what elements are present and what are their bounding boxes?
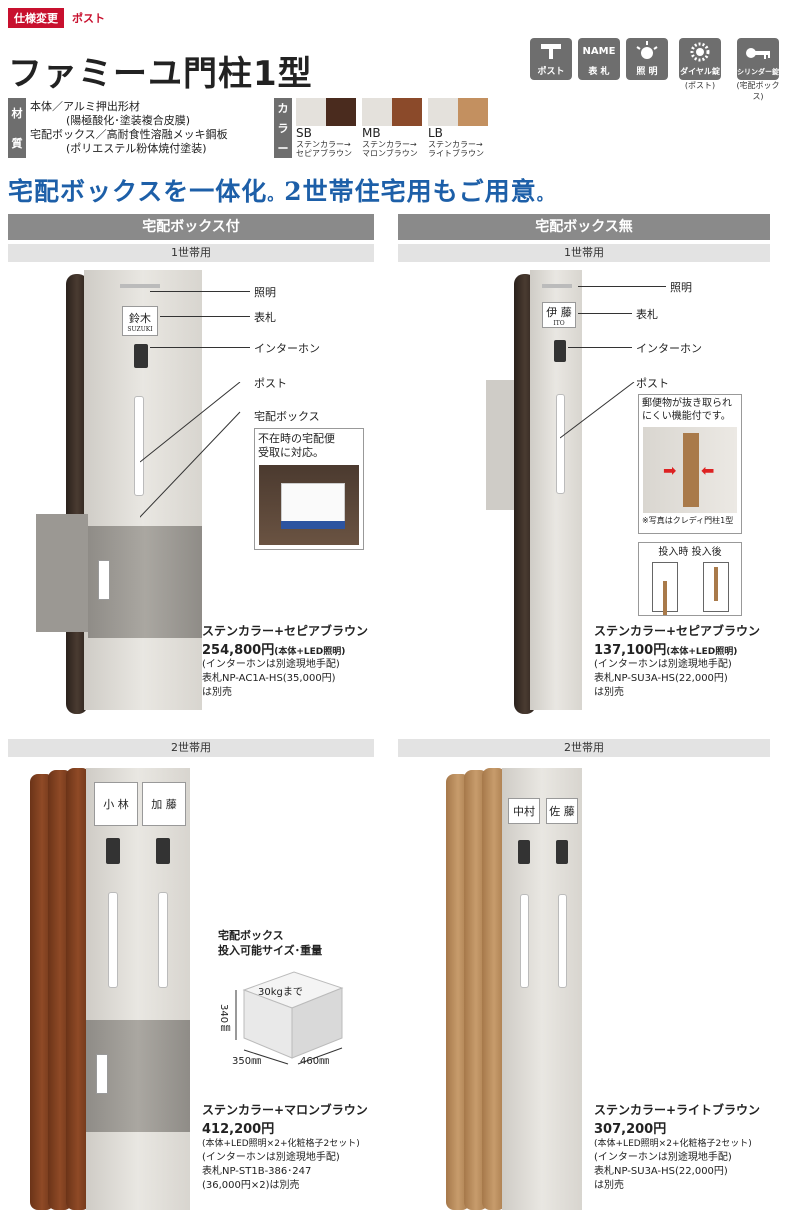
color-swatches: SB ステンカラー→ セピアブラウン MB ステンカラー→ マロンブラウン LB… — [296, 98, 488, 158]
feature-dial-lock: ダイヤル錠 (ポスト) — [674, 38, 726, 102]
after-insert-icon — [702, 562, 729, 612]
pillar-double-box: 小 林 加 藤 — [30, 768, 190, 1212]
material-text: 本体／アルミ押出形材 (陽極酸化･塗装複合皮膜) 宅配ボックス／高耐食性溶融メッ… — [30, 100, 228, 155]
pillar-single-box: 鈴木 SUZUKI — [36, 270, 202, 720]
pillar-single: 伊 藤 ITO — [486, 270, 582, 720]
swatch-lb-chip — [428, 98, 488, 126]
nameplate-icon: NAME 表 札 — [578, 38, 620, 80]
callout-intercom: インターホン — [254, 342, 320, 355]
nameplate-nakamura: 中村 — [508, 798, 540, 824]
callout-nameplate: 表札 — [254, 311, 276, 324]
photo-delivery-receive: 不在時の宅配便 受取に対応。 — [254, 428, 364, 550]
arrow-right-icon: ➡ — [663, 461, 677, 480]
size-height: 340㎜ — [218, 1004, 229, 1034]
section-without-box: 宅配ボックス無 — [398, 214, 770, 240]
photo-anti-theft: 郵便物が抜き取られ にくい機能付です。 ➡ ⬅ ※写真はクレディ門柱1型 — [638, 394, 742, 534]
box-lock-panel — [96, 1054, 108, 1094]
cylinder-lock-icon: シリンダー錠 — [737, 38, 779, 80]
feature-nameplate: NAME 表 札 — [578, 38, 620, 102]
nameplate-kobayashi: 小 林 — [94, 782, 138, 826]
callout-light: 照明 — [254, 286, 276, 299]
swatch-sb-chip — [296, 98, 356, 126]
page-title: ファミーユ門柱1型 — [8, 54, 313, 94]
subsection-single-right: 1世帯用 — [398, 244, 770, 262]
slot-photo: ➡ ⬅ — [643, 427, 737, 513]
feature-light: 照 明 — [626, 38, 668, 102]
subsection-double-right: 2世帯用 — [398, 739, 770, 757]
callout-post-2: ポスト — [636, 377, 669, 390]
feature-post: ポスト — [530, 38, 572, 102]
material-label: 材 質 — [8, 98, 26, 158]
insert-diagram: 投入時 投入後 — [638, 542, 742, 616]
nameplate-sato: 佐 藤 — [546, 798, 578, 824]
spec-change-badge: 仕様変更 — [8, 8, 64, 28]
size-box-title: 宅配ボックス 投入可能サイズ･重量 — [218, 929, 323, 957]
post-slot-1 — [108, 892, 118, 988]
size-depth: 460㎜ — [300, 1056, 330, 1067]
post-slot — [134, 396, 144, 496]
pillar-front — [86, 768, 190, 1210]
intercom-unit — [554, 340, 566, 362]
callout-leader-post — [560, 382, 635, 439]
product-4-info: ステンカラー+ライトブラウン 307,200円 (本体+LED照明×2+化粧格子… — [594, 1103, 761, 1191]
section-with-box: 宅配ボックス付 — [8, 214, 374, 240]
light-strip — [120, 284, 160, 288]
product-3-info: ステンカラー+マロンブラウン 412,200円 (本体+LED照明×2+化粧格子… — [202, 1103, 368, 1191]
size-width: 350㎜ — [232, 1056, 262, 1067]
intercom-unit-1 — [518, 840, 530, 864]
before-insert-icon — [651, 562, 678, 615]
dial-lock-icon: ダイヤル錠 — [679, 38, 721, 80]
parcel-photo — [259, 465, 359, 545]
nameplate-kato: 加 藤 — [142, 782, 186, 826]
callout-nameplate-2: 表札 — [636, 308, 658, 321]
size-weight: 30kgまで — [258, 987, 303, 998]
post-slot-2 — [558, 894, 567, 988]
box-size-diagram — [235, 971, 344, 1065]
swatch-mb-chip — [362, 98, 422, 126]
subsection-single-left: 1世帯用 — [8, 244, 374, 262]
subsection-double-left: 2世帯用 — [8, 739, 374, 757]
feature-icons: ポスト NAME 表 札 照 明 ダイヤル錠 (ポスト) シリンダー錠 (宅配ボ… — [530, 38, 784, 102]
callout-leader-lines — [140, 382, 241, 518]
swatch-lb: LB ステンカラー→ ライトブラウン — [428, 98, 488, 158]
intercom-unit-2 — [156, 838, 170, 864]
post-slot-2 — [158, 892, 168, 988]
swatch-sb: SB ステンカラー→ セピアブラウン — [296, 98, 356, 158]
nameplate-ito: 伊 藤 ITO — [542, 302, 576, 328]
callout-intercom-2: インターホン — [636, 342, 702, 355]
box-side — [36, 514, 88, 632]
spec-change-banner: 仕様変更 ポスト — [8, 8, 105, 28]
mailbox-icon: ポスト — [530, 38, 572, 80]
box-lock-panel — [98, 560, 110, 600]
color-label: カ ラ ー — [274, 98, 292, 158]
intercom-unit — [134, 344, 148, 368]
callout-light-2: 照明 — [670, 281, 692, 294]
feature-cylinder-lock: シリンダー錠 (宅配ボックス) — [732, 38, 784, 102]
intercom-unit-1 — [106, 838, 120, 864]
product-1-info: ステンカラー+セピアブラウン 254,800円(本体+LED照明) (インターホ… — [202, 624, 369, 698]
nameplate-suzuki: 鈴木 SUZUKI — [122, 306, 158, 336]
spec-change-sub: ポスト — [72, 12, 105, 25]
light-strip — [542, 284, 572, 288]
light-icon: 照 明 — [626, 38, 668, 80]
callout-post: ポスト — [254, 377, 287, 390]
intercom-unit-2 — [556, 840, 568, 864]
headline: 宅配ボックスを一体化。2世帯住宅用もご用意。 — [8, 177, 554, 206]
post-slot — [556, 394, 565, 494]
pillar-double: 中村 佐 藤 — [446, 768, 582, 1212]
post-slot-1 — [520, 894, 529, 988]
callout-delivery-box: 宅配ボックス — [254, 410, 320, 423]
pillar-front — [502, 768, 582, 1210]
swatch-mb: MB ステンカラー→ マロンブラウン — [362, 98, 422, 158]
product-2-info: ステンカラー+セピアブラウン 137,100円(本体+LED照明) (インターホ… — [594, 624, 761, 698]
arrow-left-icon: ⬅ — [701, 461, 715, 480]
